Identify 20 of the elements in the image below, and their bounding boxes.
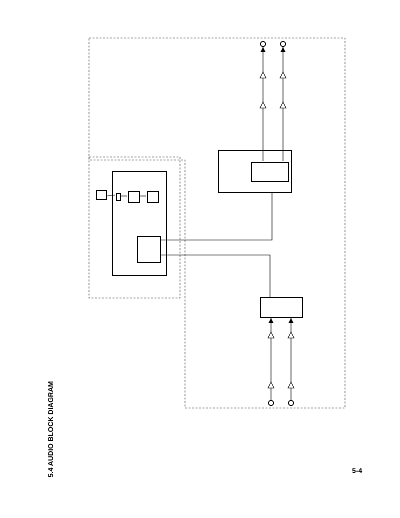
circuit-block <box>147 191 159 203</box>
circuit-block <box>116 193 121 201</box>
circuit-block <box>218 150 292 193</box>
circuit-block <box>260 297 303 318</box>
circuit-block <box>112 171 167 276</box>
jack-connector <box>260 41 266 47</box>
jack-connector <box>268 400 274 406</box>
signal-line <box>260 46 266 162</box>
jack-connector <box>280 41 286 47</box>
circuit-block <box>137 236 161 263</box>
circuit-block <box>251 162 289 182</box>
signal-line <box>160 192 272 240</box>
signal-line <box>268 318 274 400</box>
signal-line <box>160 254 270 298</box>
circuit-block <box>128 191 140 203</box>
circuit-block <box>96 190 107 200</box>
jack-connector <box>288 400 294 406</box>
signal-line <box>280 46 286 162</box>
signal-line <box>288 318 294 400</box>
signal-line <box>106 194 116 196</box>
